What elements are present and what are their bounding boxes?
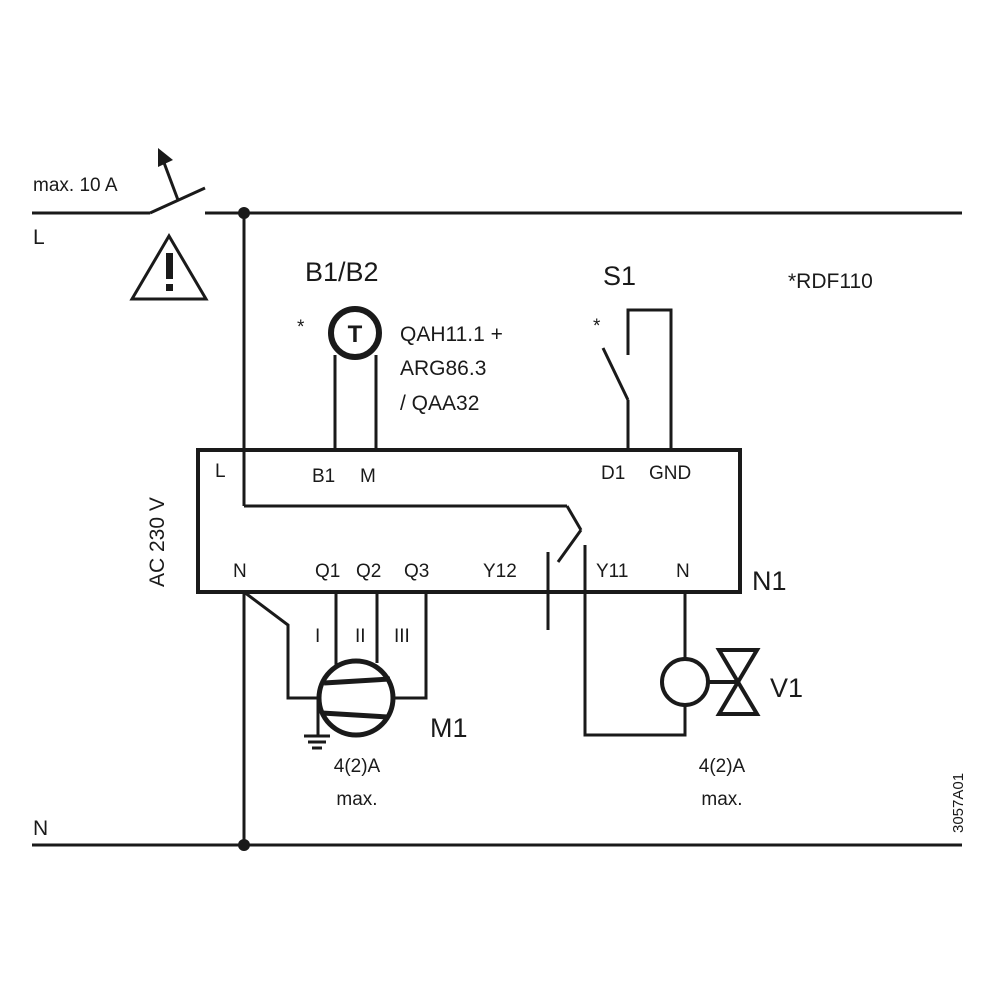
terminal-q2: Q2 [356,561,381,582]
terminal-m: M [360,466,376,487]
terminal-d1: D1 [601,463,625,484]
fan-rating-line2: max. [336,789,377,810]
sensor-model-line3: / QAA32 [400,392,479,415]
main-switch [149,148,206,215]
terminal-l: L [215,461,226,482]
s1-switch [601,308,673,450]
controller-name: N1 [752,566,787,596]
controller-box [196,448,742,594]
sensor-symbol: T [348,321,363,348]
valve-name: V1 [770,673,803,703]
sensor-title: B1/B2 [305,257,379,287]
fan-motor-icon [316,658,396,738]
line-n-label: N [33,817,48,840]
internal-relay-wiring [242,450,587,845]
sensor-model-line1: QAH11.1 + [400,323,503,346]
sensor-model-line2: ARG86.3 [400,357,486,380]
terminal-y12: Y12 [483,561,517,582]
terminal-gnd: GND [649,463,691,484]
switch-rating-label: max. 10 A [33,175,118,196]
terminal-b1: B1 [312,466,335,487]
fan-speed-2: II [355,626,366,647]
s1-title: S1 [603,261,636,291]
rdf110-note: *RDF110 [788,270,873,293]
fan-name: M1 [430,713,468,743]
supply-voltage-label: AC 230 V [146,497,169,587]
valve-actuator-icon [660,648,761,716]
fan-wiring [243,590,428,750]
terminal-n2: N [676,561,690,582]
drawing-code: 3057A01 [950,773,967,833]
temperature-sensor-icon [328,306,382,360]
valve-wiring [583,592,687,737]
valve-rating-line2: max. [701,789,742,810]
terminal-q3: Q3 [404,561,429,582]
fan-speed-1: I [315,626,320,647]
sensor-star: * [297,317,305,338]
terminal-q1: Q1 [315,561,340,582]
line-l-label: L [33,226,45,249]
sensor-wiring [333,355,378,450]
s1-star: * [593,316,601,337]
terminal-n: N [233,561,247,582]
valve-rating-line1: 4(2)A [699,756,746,777]
warning-icon [129,233,209,301]
terminal-y11: Y11 [596,561,628,582]
fan-speed-3: III [394,626,410,647]
fan-rating-line1: 4(2)A [334,756,381,777]
